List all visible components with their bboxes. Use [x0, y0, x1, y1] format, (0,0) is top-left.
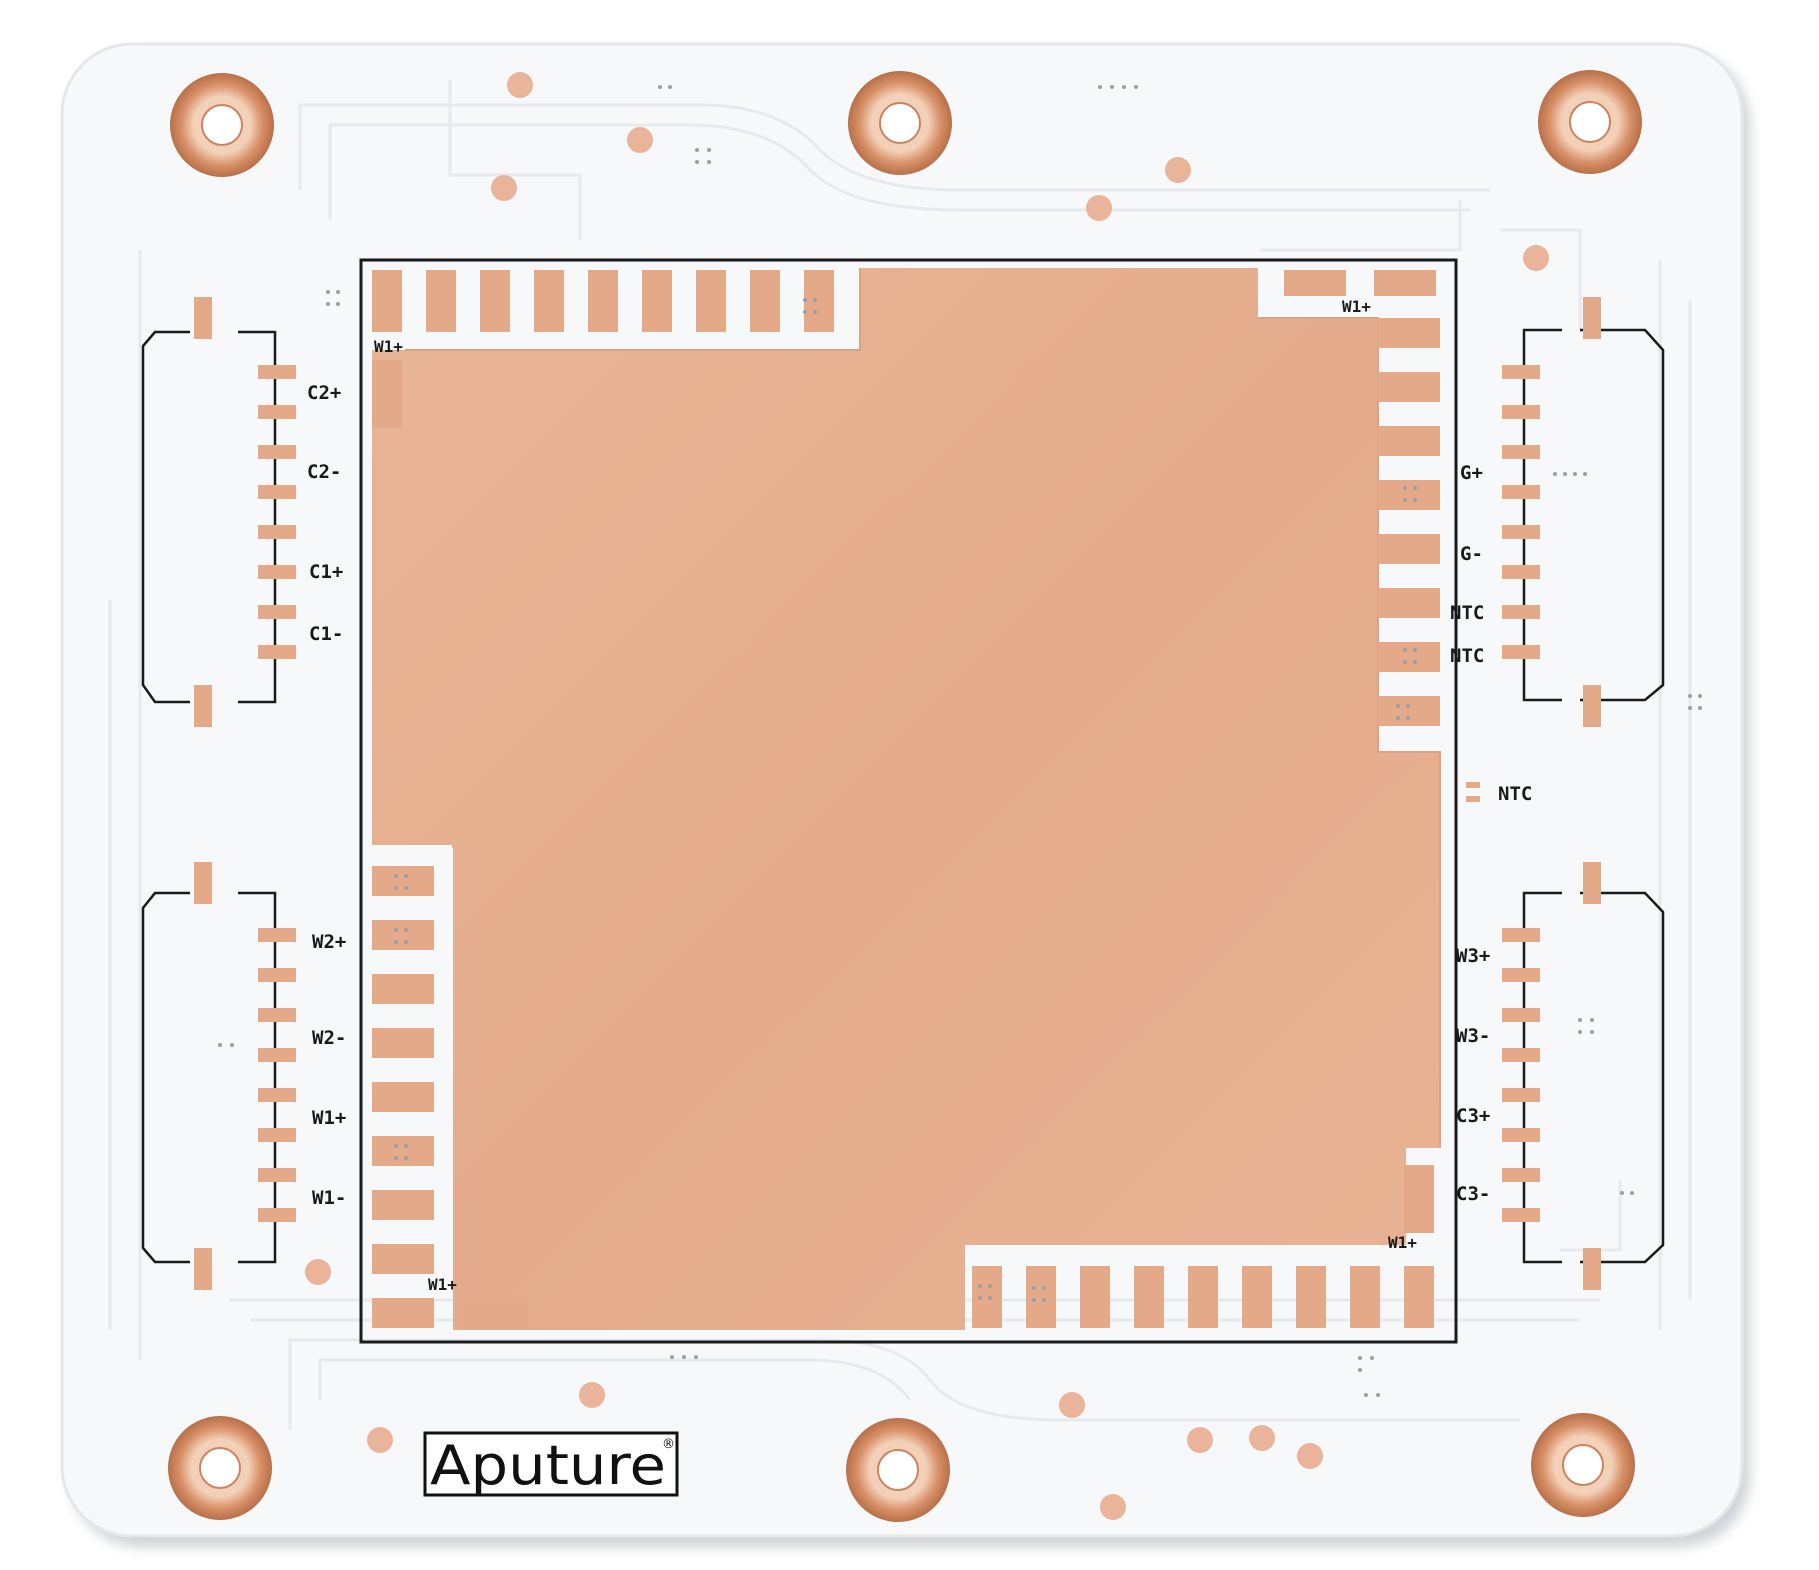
- label-w1-bottom-right: W1+: [1388, 1233, 1417, 1252]
- label-g-plus: G+: [1460, 462, 1483, 484]
- label-ntc-3: NTC: [1498, 783, 1532, 805]
- label-c2-plus: C2+: [307, 382, 341, 404]
- label-w2-plus: W2+: [312, 931, 346, 953]
- cob-outline: [359, 258, 1458, 1344]
- right-pad-column: [1378, 318, 1440, 726]
- label-w1-bottom-left: W1+: [428, 1275, 457, 1294]
- logo-frame: [423, 1431, 679, 1497]
- label-c2-minus: C2-: [307, 461, 341, 483]
- copper-thermal-pad: [372, 268, 1440, 1330]
- mounting-hole-top-left: [170, 73, 274, 177]
- top-pad-row: [372, 270, 1436, 428]
- logo-registered-mark: ®: [662, 1437, 675, 1452]
- mounting-holes: [168, 70, 1642, 1522]
- label-c3-minus: C3-: [1456, 1183, 1490, 1205]
- mounting-hole-bottom-center: [846, 1418, 950, 1522]
- left-pad-column: [372, 866, 528, 1328]
- label-w1-top-right: W1+: [1342, 297, 1371, 316]
- mounting-hole-top-center: [848, 71, 952, 175]
- label-c3-plus: C3+: [1456, 1105, 1490, 1127]
- label-ntc-1: NTC: [1450, 602, 1484, 624]
- label-w1-minus-left: W1-: [312, 1187, 346, 1209]
- label-w1-plus-left: W1+: [312, 1107, 346, 1129]
- silkscreen-dots: [218, 85, 1702, 1397]
- label-w1-top-left: W1+: [374, 337, 403, 356]
- mounting-hole-bottom-left: [168, 1416, 272, 1520]
- label-c1-minus: C1-: [309, 623, 343, 645]
- label-w3-plus: W3+: [1456, 945, 1490, 967]
- copper-vias: [305, 72, 1549, 1520]
- label-w3-minus: W3-: [1456, 1025, 1490, 1047]
- connector-pads: [194, 297, 1601, 1290]
- copper-pad-edge: [405, 268, 1441, 1148]
- mounting-hole-top-right: [1538, 70, 1642, 174]
- label-g-minus: G-: [1460, 543, 1483, 565]
- label-w2-minus: W2-: [312, 1027, 346, 1049]
- silkscreen-labels: C2+ C2- C1+ C1- W2+ W2- W1+ W1- G+ G- NT…: [307, 297, 1532, 1294]
- label-c1-plus: C1+: [309, 561, 343, 583]
- connector-outlines: [141, 328, 1665, 1264]
- logo-wordmark: Aputure: [430, 1434, 666, 1497]
- mounting-hole-bottom-right: [1531, 1413, 1635, 1517]
- brand-logo: Aputure ®: [423, 1431, 679, 1497]
- label-ntc-2: NTC: [1450, 645, 1484, 667]
- bottom-pad-row: [972, 1165, 1434, 1328]
